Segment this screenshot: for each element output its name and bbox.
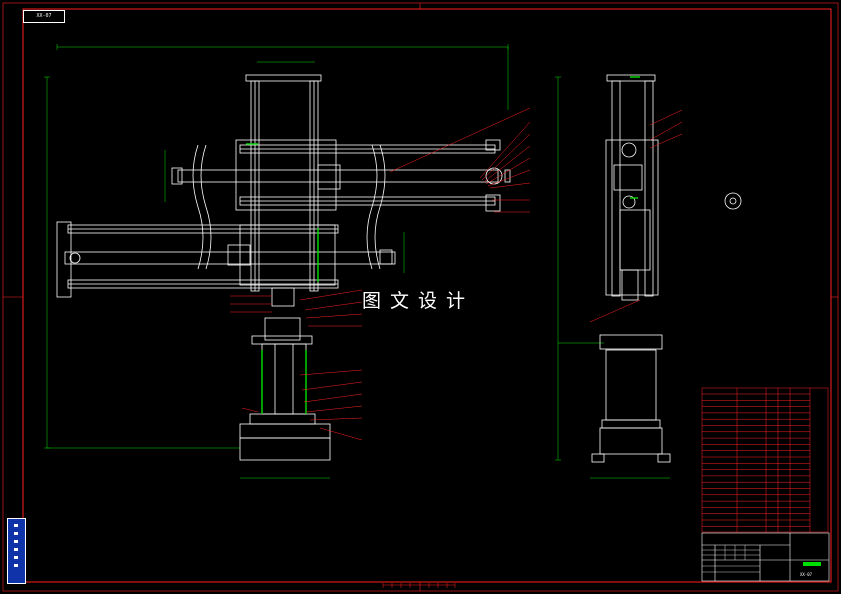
parts-list-table [701,387,829,533]
part-leader-lines [230,107,531,441]
title-block [701,532,830,582]
front-view [44,44,511,479]
drawing-number-box: XX-07 [23,10,65,23]
front-view-dimensions [44,44,509,479]
title-block-drawing-code: XX-07 [800,572,813,577]
side-view [555,74,742,479]
watermark-text: 图文设计 [362,290,475,312]
title-block-logo-bar [803,562,821,566]
side-tab-strip [7,518,26,584]
